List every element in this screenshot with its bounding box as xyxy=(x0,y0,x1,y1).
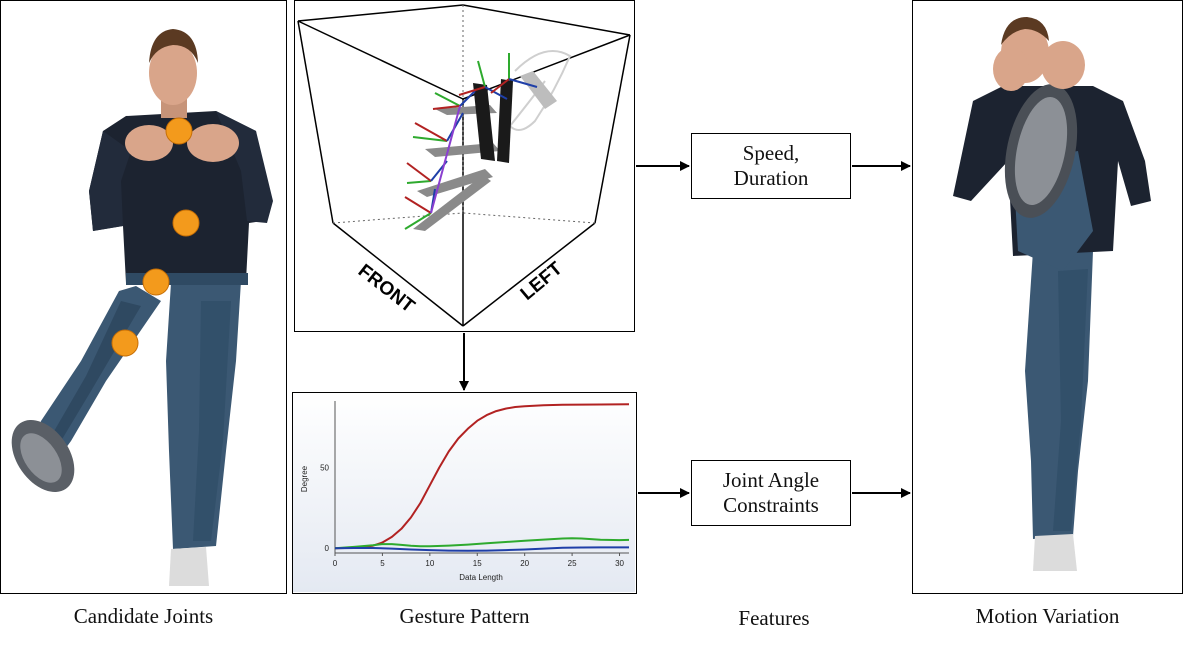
y-axis-label: Degree xyxy=(300,465,309,492)
hair xyxy=(149,29,198,63)
sketch-figure xyxy=(508,50,572,131)
caption-motion-variation: Motion Variation xyxy=(975,604,1120,628)
left-arm xyxy=(89,131,131,231)
x-tick-label: 30 xyxy=(615,559,624,568)
standing-leg-shade xyxy=(193,301,231,541)
motion-variation-panel xyxy=(912,0,1183,594)
caption-gesture-pattern: Gesture Pattern xyxy=(399,604,530,628)
x-tick-label: 10 xyxy=(425,559,434,568)
x-tick-label: 0 xyxy=(333,559,338,568)
x-tick-label: 15 xyxy=(473,559,482,568)
gesture-cube: FRONT LEFT xyxy=(297,4,631,327)
gesture-cube-panel: FRONT LEFT xyxy=(294,0,635,332)
y-tick-label: 50 xyxy=(320,464,329,473)
right-hand xyxy=(1041,41,1085,89)
character-figure-knee-raise xyxy=(953,17,1151,571)
joint-marker-hip xyxy=(142,268,170,296)
left-hand xyxy=(993,47,1029,91)
left-hand xyxy=(125,125,173,161)
feature-duration-line: Duration xyxy=(733,166,809,190)
raised-shoe-sole xyxy=(1014,96,1068,206)
standing-shoe xyxy=(1033,534,1077,571)
x-tick-label: 25 xyxy=(568,559,577,568)
feature-constraints-line: Constraints xyxy=(723,493,819,517)
y-tick-label: 0 xyxy=(325,544,330,553)
feature-speed-line: Speed, xyxy=(742,141,800,165)
right-hand xyxy=(187,124,239,162)
gesture-pattern-chart-panel: Degree Data Length 0 5 10 15 20 25 30 0 50 xyxy=(292,392,637,594)
candidate-joints-panel xyxy=(0,0,287,594)
joint-marker-knee xyxy=(111,329,139,357)
standing-shoe xyxy=(169,547,209,586)
feature-box-speed-duration: Speed, Duration xyxy=(691,133,851,199)
x-tick-label: 5 xyxy=(380,559,385,568)
gesture-pattern-chart: Degree Data Length 0 5 10 15 20 25 30 0 50 xyxy=(293,393,635,592)
x-axis-label: Data Length xyxy=(459,573,503,582)
hair xyxy=(1001,17,1049,45)
head xyxy=(149,41,197,105)
feature-box-joint-angle-constraints: Joint Angle Constraints xyxy=(691,460,851,526)
series-line-0 xyxy=(334,403,630,550)
raised-shoe-sole xyxy=(20,433,62,483)
series-line-1 xyxy=(334,537,630,550)
caption-features: Features xyxy=(738,606,810,630)
joint-marker-chest xyxy=(165,117,193,145)
series-line-2 xyxy=(334,546,629,552)
joint-marker-abdomen xyxy=(172,209,200,237)
standing-leg-shade xyxy=(1053,269,1088,531)
character-figure-kicking xyxy=(11,29,273,586)
caption-candidate-joints: Candidate Joints xyxy=(73,604,214,628)
x-tick-label: 20 xyxy=(520,559,529,568)
feature-joint-angle-line: Joint Angle xyxy=(722,468,820,492)
